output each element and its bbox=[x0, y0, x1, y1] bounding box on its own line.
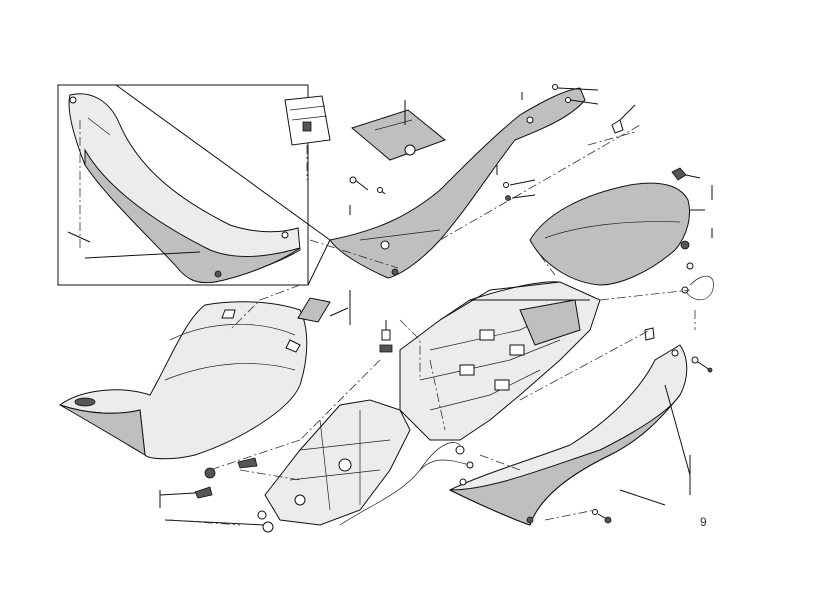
side-panel-clip-hardware bbox=[644, 327, 713, 373]
bolt-set-middle bbox=[496, 165, 536, 201]
rider-seat-part bbox=[58, 301, 308, 460]
hardware-top-right bbox=[521, 84, 636, 146]
bolt-set-bottom-right bbox=[544, 509, 612, 524]
inset-detail-box bbox=[57, 84, 331, 286]
undertray-part bbox=[264, 399, 411, 526]
seat-release-cable-part bbox=[681, 262, 714, 330]
right-side-panel-part bbox=[448, 344, 691, 526]
frame-bracket-hardware bbox=[379, 320, 393, 353]
seat-pad-part bbox=[297, 290, 351, 325]
page-number: 9 bbox=[700, 515, 707, 529]
side-subframe-cover-part bbox=[329, 87, 586, 279]
passenger-seat-part bbox=[529, 167, 713, 286]
toolkit-case-part bbox=[350, 100, 447, 161]
rear-subframe-part bbox=[399, 281, 601, 441]
seat-lock-parts bbox=[159, 457, 274, 533]
document-bag-part bbox=[284, 95, 331, 180]
lock-cable-part bbox=[339, 442, 474, 526]
assembly-guide-lines bbox=[169, 124, 691, 526]
bolt-set-top bbox=[349, 176, 386, 215]
inset-seat-cover-part bbox=[68, 93, 301, 284]
